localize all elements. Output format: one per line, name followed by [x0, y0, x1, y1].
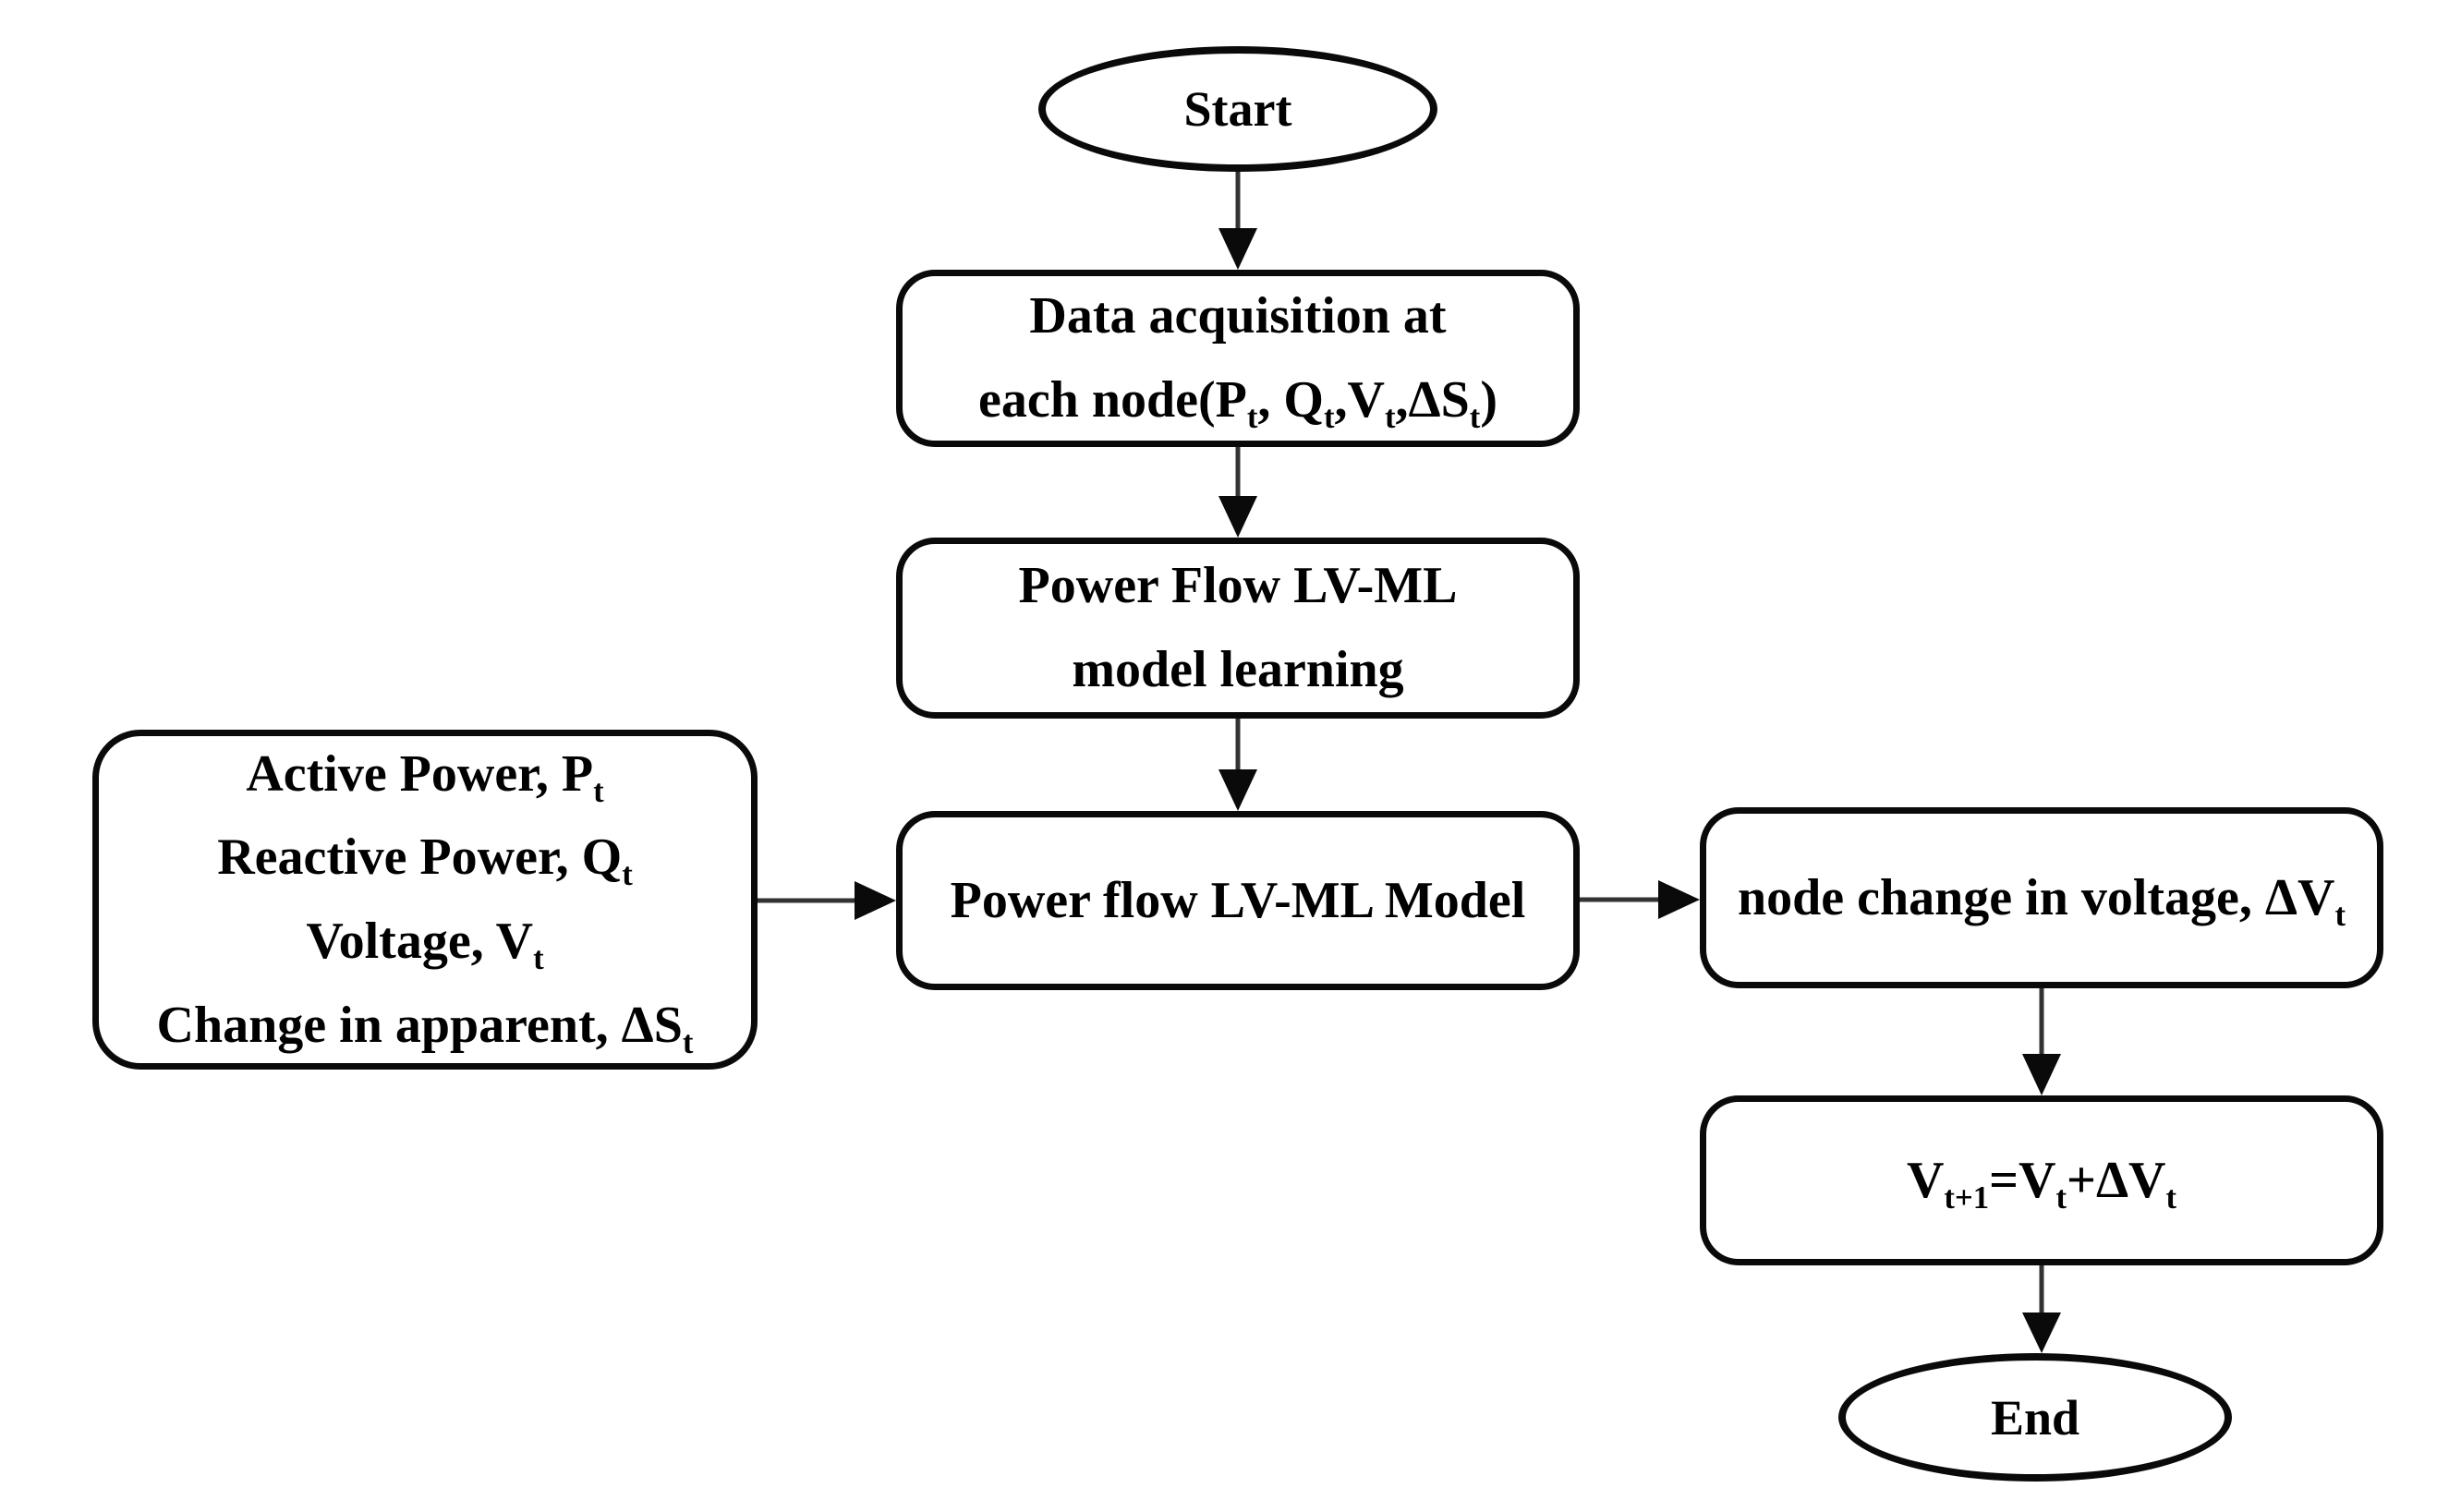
- arrow-data-acquisition-to-model-learning: [1218, 447, 1257, 538]
- arrow-power-flow-model-to-voltage-change: [1580, 880, 1700, 919]
- voltage-update-box: Vt+1=Vt+ΔVt: [1700, 1095, 2383, 1265]
- arrow-model-learning-to-power-flow-model: [1218, 719, 1257, 811]
- start-label: Start: [1183, 81, 1292, 137]
- arrow-inputs-to-power-flow-model: [758, 881, 896, 920]
- voltage-change-box: node change in voltage, ΔVt: [1700, 807, 2383, 988]
- arrow-voltage-update-to-end: [2022, 1265, 2061, 1353]
- arrow-voltage-change-to-voltage-update: [2022, 988, 2061, 1095]
- start-terminator: Start: [1038, 46, 1437, 172]
- end-label: End: [1990, 1389, 2080, 1445]
- end-terminator: End: [1838, 1353, 2232, 1482]
- arrow-start-to-data-acquisition: [1218, 172, 1257, 270]
- power-flow-model-box: Power flow LV-ML Model: [896, 811, 1580, 990]
